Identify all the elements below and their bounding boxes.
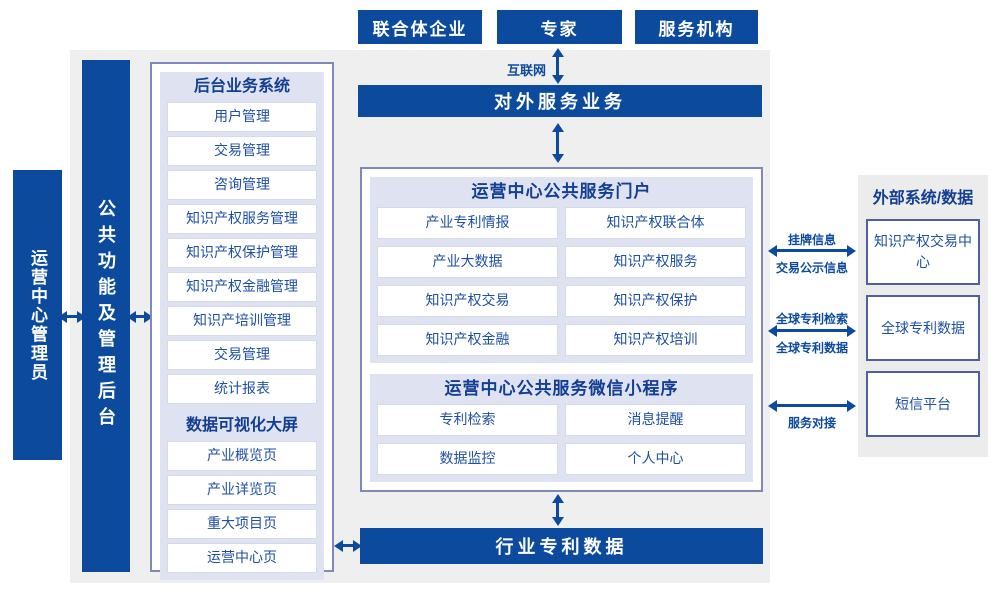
internet-label: 互联网 <box>506 63 546 78</box>
arrow-backend-modules-icon <box>127 310 153 323</box>
portal-frame: 运营中心公共服务门户 产业专利情报 知识产权联合体 产业大数据 知识产权服务 知… <box>360 167 763 492</box>
external-service-business-bar: 对外服务业务 <box>358 85 762 117</box>
pillar-backend-label: 公共功能及管理后台 <box>96 199 116 433</box>
arrow-dashboard-industry-data-icon <box>334 539 362 552</box>
backend-item-ip-training-mgmt: 知识产培训管理 <box>167 306 317 336</box>
portal-panel: 运营中心公共服务门户 产业专利情报 知识产权联合体 产业大数据 知识产权服务 知… <box>370 177 753 363</box>
arrow-sms-platform-icon <box>768 399 856 412</box>
miniprogram-panel: 运营中心公共服务微信小程序 专利检索 消息提醒 数据监控 个人中心 <box>370 374 753 482</box>
backend-item-trade-mgmt-2: 交易管理 <box>167 340 317 370</box>
actor-consortium-enterprises: 联合体企业 <box>358 10 482 44</box>
pillar-admin-label: 运营中心管理员 <box>28 248 47 382</box>
portal-item-ip-trade: 知识产权交易 <box>377 285 558 317</box>
actor-experts: 专家 <box>497 10 622 44</box>
backend-item-statistics-report: 统计报表 <box>167 374 317 404</box>
external-box-ip-trade-center: 知识产权交易中心 <box>866 219 980 285</box>
label-global-patent-data: 全球专利数据 <box>775 341 848 355</box>
backend-system-title: 后台业务系统 <box>193 78 290 95</box>
portal-item-ip-service: 知识产权服务 <box>565 246 746 278</box>
miniprogram-item-data-monitor: 数据监控 <box>377 443 558 475</box>
portal-item-ip-finance: 知识产权金融 <box>377 324 558 356</box>
arrow-global-patent-icon <box>768 324 856 337</box>
dashboard-item-industry-overview: 产业概览页 <box>167 441 317 471</box>
backend-dashboard-frame: 后台业务系统 用户管理 交易管理 咨询管理 知识产权服务管理 知识产权保护管理 … <box>150 62 334 580</box>
dashboard-panel: 数据可视化大屏 产业概览页 产业详览页 重大项目页 运营中心页 <box>160 411 324 580</box>
portal-item-ip-protection: 知识产权保护 <box>565 285 746 317</box>
external-box-global-patent-data: 全球专利数据 <box>866 295 980 361</box>
label-trade-publicity-info: 交易公示信息 <box>775 261 848 275</box>
portal-item-ip-training: 知识产权培训 <box>565 324 746 356</box>
label-service-connection: 服务对接 <box>787 416 836 430</box>
dashboard-item-industry-detail: 产业详览页 <box>167 475 317 505</box>
portal-title: 运营中心公共服务门户 <box>471 182 652 201</box>
miniprogram-item-patent-search: 专利检索 <box>377 404 558 436</box>
arrow-admin-backend-icon <box>58 310 86 323</box>
backend-item-user-mgmt: 用户管理 <box>167 102 317 132</box>
backend-system-list: 用户管理 交易管理 咨询管理 知识产权服务管理 知识产权保护管理 知识产权金融管… <box>167 102 317 404</box>
backend-system-panel: 后台业务系统 用户管理 交易管理 咨询管理 知识产权服务管理 知识产权保护管理 … <box>160 72 324 411</box>
external-box-sms-platform: 短信平台 <box>866 371 980 437</box>
backend-item-ip-protection-mgmt: 知识产权保护管理 <box>167 238 317 268</box>
portal-item-industry-bigdata: 产业大数据 <box>377 246 558 278</box>
actor-service-agencies: 服务机构 <box>635 10 758 44</box>
miniprogram-item-personal-center: 个人中心 <box>565 443 746 475</box>
arrow-portal-industry-data-icon <box>551 494 564 526</box>
dashboard-item-operations-center: 运营中心页 <box>167 543 317 573</box>
miniprogram-title: 运营中心公共服务微信小程序 <box>444 379 679 398</box>
label-listing-info: 挂牌信息 <box>787 233 836 247</box>
portal-list: 产业专利情报 知识产权联合体 产业大数据 知识产权服务 知识产权交易 知识产权保… <box>377 207 746 356</box>
dashboard-list: 产业概览页 产业详览页 重大项目页 运营中心页 <box>167 441 317 573</box>
arrow-internet-icon <box>551 48 564 84</box>
pillar-operations-center-admin: 运营中心管理员 <box>13 170 62 460</box>
external-systems-panel: 外部系统/数据 知识产权交易中心 全球专利数据 短信平台 <box>858 175 988 457</box>
arrow-service-portal-icon <box>551 123 564 163</box>
industry-patent-data-bar: 行业专利数据 <box>360 528 763 564</box>
backend-item-consult-mgmt: 咨询管理 <box>167 170 317 200</box>
portal-item-ip-consortium: 知识产权联合体 <box>565 207 746 239</box>
arrow-ip-trade-center-icon <box>768 244 856 257</box>
backend-item-ip-finance-mgmt: 知识产权金融管理 <box>167 272 317 302</box>
portal-item-patent-intelligence: 产业专利情报 <box>377 207 558 239</box>
dashboard-title: 数据可视化大屏 <box>185 417 298 434</box>
miniprogram-list: 专利检索 消息提醒 数据监控 个人中心 <box>377 404 746 475</box>
miniprogram-item-message-reminder: 消息提醒 <box>565 404 746 436</box>
external-systems-list: 知识产权交易中心 全球专利数据 短信平台 <box>866 219 980 437</box>
external-systems-title: 外部系统/数据 <box>872 190 974 207</box>
backend-item-trade-mgmt: 交易管理 <box>167 136 317 166</box>
dashboard-item-major-projects: 重大项目页 <box>167 509 317 539</box>
backend-item-ip-service-mgmt: 知识产权服务管理 <box>167 204 317 234</box>
pillar-public-functions-backend: 公共功能及管理后台 <box>82 60 130 572</box>
label-global-patent-search: 全球专利检索 <box>775 312 848 326</box>
